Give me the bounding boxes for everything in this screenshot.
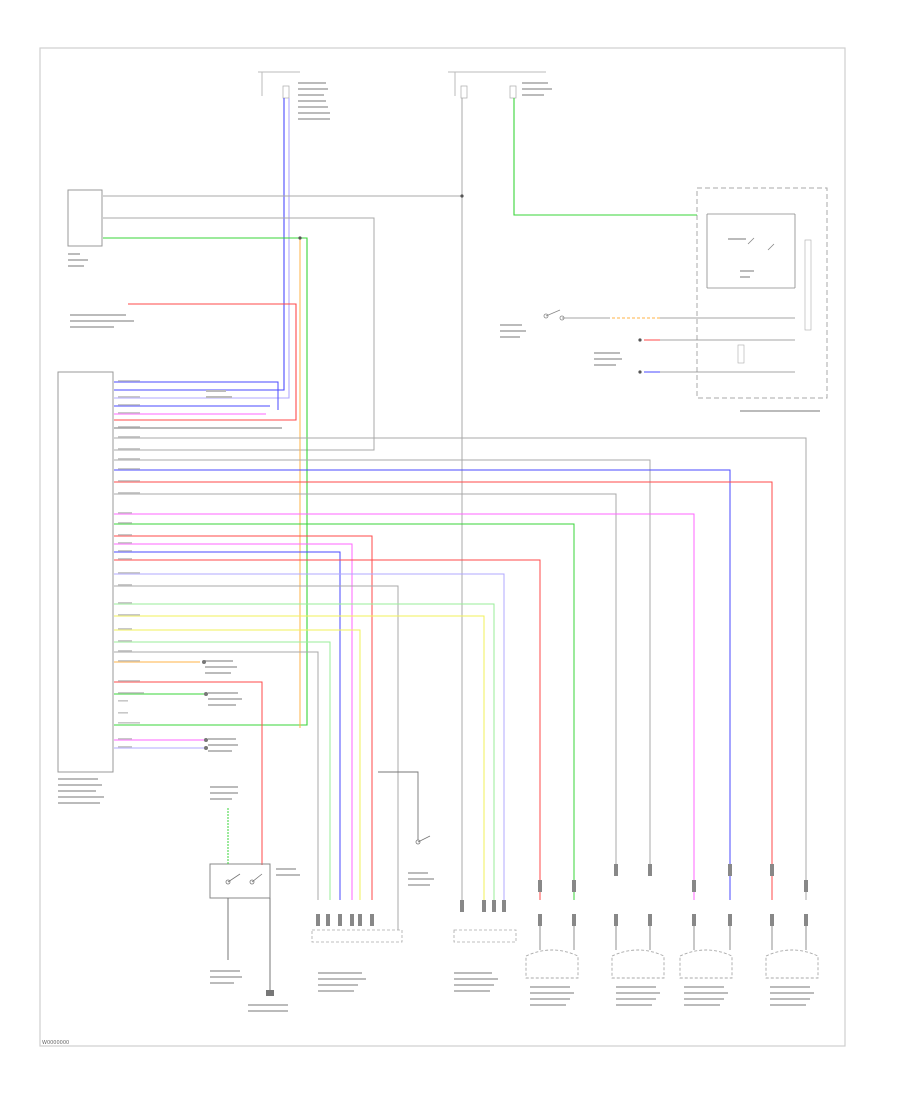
upper-left-module — [67, 189, 103, 247]
yaw-sensor-connector — [453, 929, 517, 943]
connector-icon — [311, 929, 403, 943]
fuse-block-right — [448, 71, 552, 99]
instrument-cluster-box — [696, 187, 828, 399]
wire-green-cluster — [513, 98, 697, 216]
wheel-sensor-icon — [525, 949, 819, 979]
figure-code: W0000000 — [42, 1040, 70, 1046]
lead-pins — [316, 864, 808, 926]
pin-labels — [118, 380, 144, 748]
main-control-module — [57, 371, 114, 773]
wire-blue-top — [114, 98, 285, 391]
ground-icon — [266, 990, 274, 996]
wire-red-connector — [114, 303, 297, 421]
switch-icon — [209, 863, 271, 899]
diagram-frame — [39, 47, 846, 1047]
fuse-block-left — [258, 71, 330, 120]
wire-upper-2 — [103, 217, 375, 451]
module-bus — [114, 381, 807, 930]
brake-switch-symbol — [500, 309, 622, 366]
wire-violet-top — [114, 98, 290, 399]
